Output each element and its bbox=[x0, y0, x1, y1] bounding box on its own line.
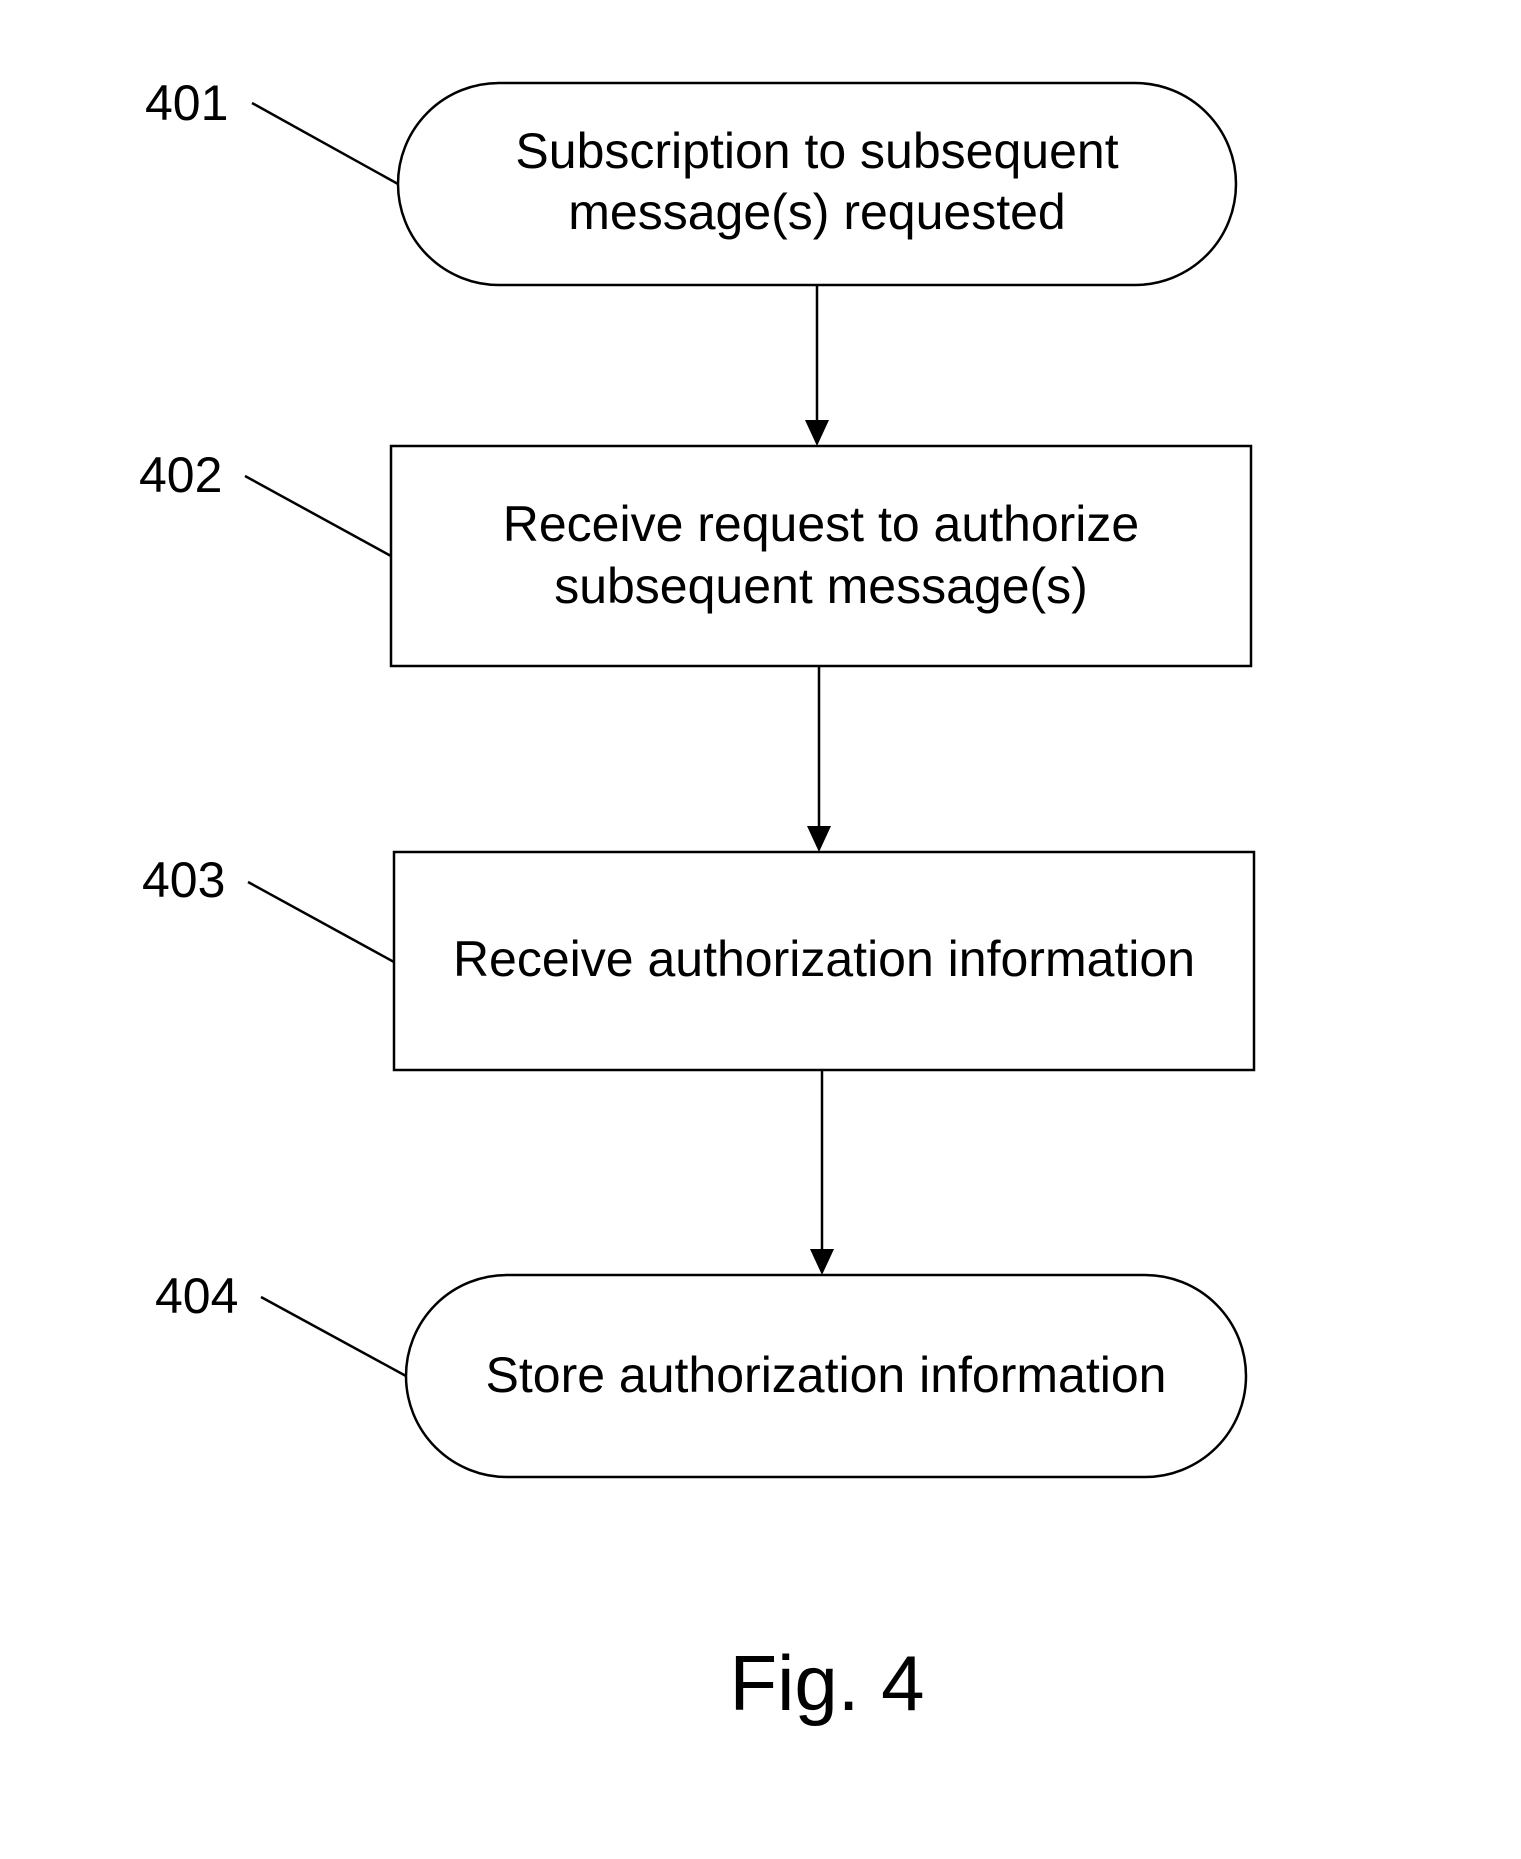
edge-402-403 bbox=[807, 666, 831, 852]
leader-line-404 bbox=[261, 1297, 406, 1376]
ref-label-403: 403 bbox=[142, 852, 225, 908]
ref-label-404: 404 bbox=[155, 1268, 238, 1324]
leader-line-403 bbox=[248, 882, 394, 962]
node-402: Receive request to authorize subsequent … bbox=[391, 446, 1251, 666]
node-404: Store authorization information bbox=[406, 1275, 1246, 1477]
node-404-label-line-1: Store authorization information bbox=[486, 1347, 1167, 1403]
node-401-label-line-2: message(s) requested bbox=[568, 184, 1065, 240]
edge-403-404 bbox=[810, 1070, 834, 1275]
edge-401-402 bbox=[805, 285, 829, 446]
leader-line-401 bbox=[252, 103, 398, 184]
node-403-label-line-1: Receive authorization information bbox=[453, 931, 1195, 987]
node-401-label-line-1: Subscription to subsequent bbox=[515, 123, 1118, 179]
node-401: Subscription to subsequent message(s) re… bbox=[398, 83, 1236, 285]
node-402-label-line-2: subsequent message(s) bbox=[554, 558, 1088, 614]
ref-label-401: 401 bbox=[145, 75, 228, 131]
figure-caption: Fig. 4 bbox=[729, 1639, 924, 1727]
node-403: Receive authorization information bbox=[394, 852, 1254, 1070]
leader-line-402 bbox=[245, 476, 391, 556]
edge-403-404-arrowhead bbox=[810, 1249, 834, 1275]
node-402-shape bbox=[391, 446, 1251, 666]
edge-402-403-arrowhead bbox=[807, 826, 831, 852]
node-402-label-line-1: Receive request to authorize bbox=[503, 496, 1139, 552]
ref-label-402: 402 bbox=[139, 447, 222, 503]
edge-401-402-arrowhead bbox=[805, 420, 829, 446]
